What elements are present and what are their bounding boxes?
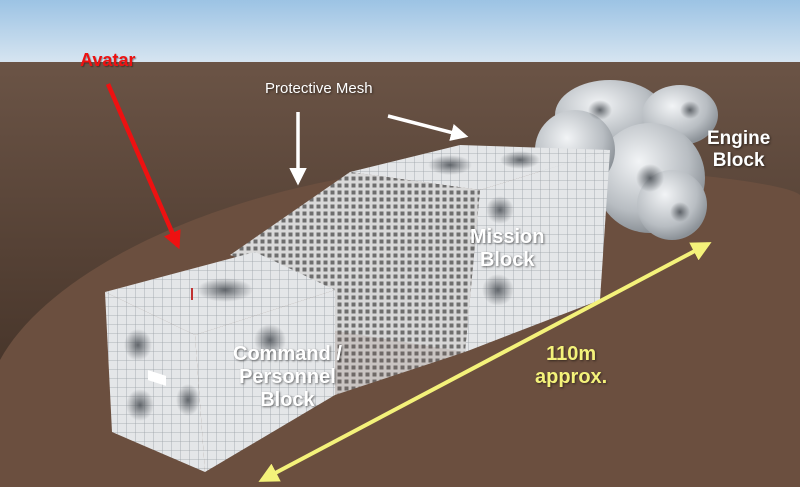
protective-mesh-label: Protective Mesh (265, 80, 373, 97)
engine-label-line-1: Engine (707, 128, 771, 149)
mesh-arrow-right (387, 114, 469, 141)
command-block-label: Command / Personnel Block (233, 343, 342, 412)
length-label-line-1: 110m (546, 343, 597, 365)
mission-label-line-2: Block (479, 249, 535, 271)
avatar-arrow (105, 83, 181, 250)
length-arrow (258, 242, 712, 482)
length-label-line-2: approx. (535, 366, 608, 388)
command-label-line-1: Command / (233, 343, 342, 365)
mission-label-line-1: Mission (470, 226, 545, 248)
avatar-label: Avatar (80, 50, 136, 70)
length-label: 110m approx. (535, 343, 607, 389)
mission-block-label: Mission Block (470, 226, 544, 272)
command-label-line-2: Personnel (239, 366, 336, 388)
engine-block-label: Engine Block (707, 128, 770, 172)
command-label-line-3: Block (260, 389, 315, 411)
engine-label-line-2: Block (712, 149, 765, 171)
